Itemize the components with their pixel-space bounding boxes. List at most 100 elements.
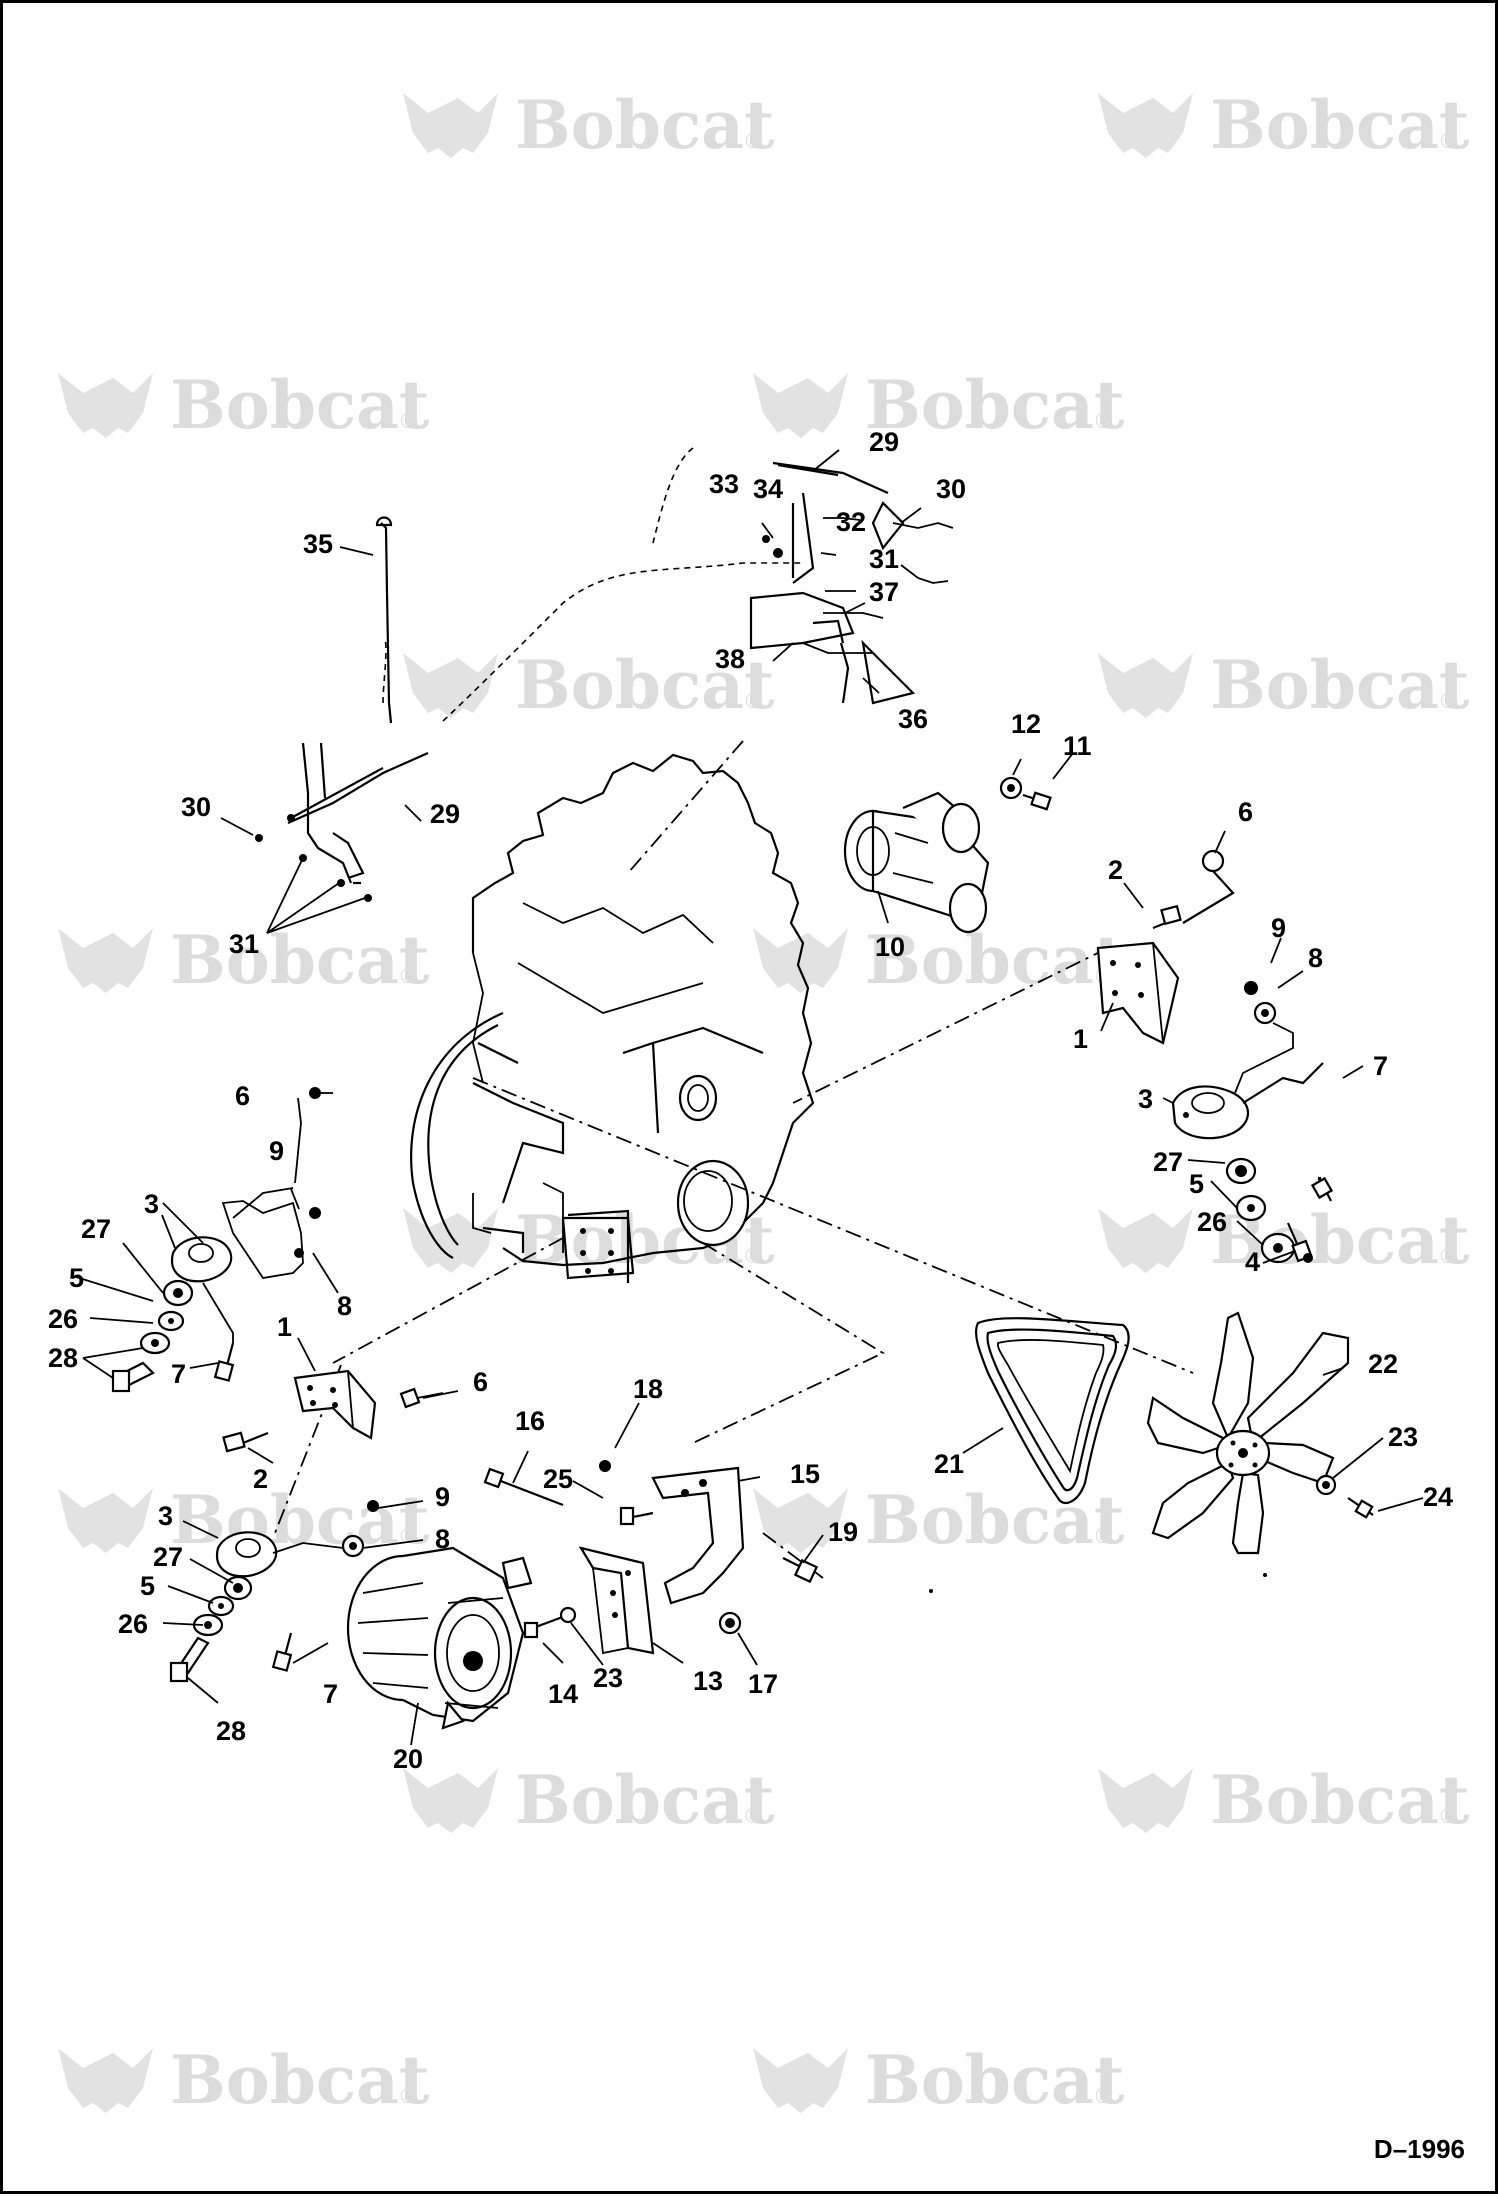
callout-3-left-lower: 3 bbox=[158, 1501, 173, 1531]
watermark-registered-mark: ® bbox=[743, 1804, 763, 1828]
callout-17: 17 bbox=[748, 1669, 778, 1699]
callout-3-right: 3 bbox=[1138, 1084, 1153, 1114]
watermark-text: Bobcat bbox=[170, 921, 430, 999]
watermark-registered-mark: ® bbox=[1438, 1804, 1458, 1828]
callout-22: 22 bbox=[1368, 1349, 1398, 1379]
callout-35: 35 bbox=[303, 529, 333, 559]
callout-13: 13 bbox=[693, 1666, 723, 1696]
callout-30-lower: 30 bbox=[181, 792, 211, 822]
engine-block bbox=[410, 753, 815, 1283]
left-upper-engine-mount bbox=[111, 1087, 321, 1393]
watermark-text: Bobcat bbox=[865, 921, 1125, 999]
callout-10: 10 bbox=[875, 932, 905, 962]
bobcat-watermark: Bobcat® bbox=[753, 2041, 1125, 2119]
bobcat-logo-icon bbox=[403, 1768, 498, 1833]
bobcat-watermark: Bobcat® bbox=[1098, 1201, 1470, 1279]
watermark-text: Bobcat bbox=[515, 86, 775, 164]
watermark-text: Bobcat bbox=[1210, 646, 1470, 724]
callout-36: 36 bbox=[898, 704, 928, 734]
callout-3-left-upper: 3 bbox=[144, 1189, 159, 1219]
callout-30-upper: 30 bbox=[936, 474, 966, 504]
callout-24: 24 bbox=[1423, 1482, 1453, 1512]
cooling-fan bbox=[1146, 1311, 1374, 1555]
watermark-registered-mark: ® bbox=[398, 409, 418, 433]
bobcat-logo-icon bbox=[58, 2048, 153, 2113]
callout-9-left-upper: 9 bbox=[269, 1136, 284, 1166]
bobcat-watermark: Bobcat® bbox=[1098, 1761, 1470, 1839]
callout-7-right: 7 bbox=[1373, 1051, 1388, 1081]
exploded-parts-diagram: Bobcat®Bobcat®Bobcat®Bobcat®Bobcat®Bobca… bbox=[48, 86, 1470, 2119]
bobcat-logo-icon bbox=[403, 93, 498, 158]
bobcat-logo-icon bbox=[58, 1488, 153, 1553]
callout-27-right: 27 bbox=[1153, 1147, 1183, 1177]
bobcat-logo-icon bbox=[58, 373, 153, 438]
callout-15: 15 bbox=[790, 1459, 820, 1489]
watermark-registered-mark: ® bbox=[743, 1244, 763, 1268]
callout-28-left-upper: 28 bbox=[48, 1343, 78, 1373]
callout-23-left: 23 bbox=[593, 1663, 623, 1693]
bobcat-watermark: Bobcat® bbox=[1098, 646, 1470, 724]
callout-25: 25 bbox=[543, 1464, 573, 1494]
bobcat-logo-icon bbox=[753, 2048, 848, 2113]
callout-34: 34 bbox=[753, 474, 783, 504]
watermark-text: Bobcat bbox=[170, 366, 430, 444]
callout-27-left-upper: 27 bbox=[81, 1214, 111, 1244]
callout-5-left-upper: 5 bbox=[69, 1263, 84, 1293]
callout-5-left-lower: 5 bbox=[140, 1571, 155, 1601]
callout-32: 32 bbox=[836, 507, 866, 537]
alternator bbox=[346, 1546, 533, 1730]
starter-motor bbox=[843, 776, 1052, 934]
callout-20: 20 bbox=[393, 1744, 423, 1774]
throttle-linkage-upper bbox=[749, 461, 954, 705]
callout-27-left-lower: 27 bbox=[153, 1542, 183, 1572]
bobcat-watermark: Bobcat® bbox=[753, 366, 1125, 444]
callout-21: 21 bbox=[934, 1449, 964, 1479]
bobcat-logo-icon bbox=[1098, 1768, 1193, 1833]
callout-6-right: 6 bbox=[1238, 797, 1253, 827]
callout-9-left-lower: 9 bbox=[435, 1482, 450, 1512]
callout-8-left-lower: 8 bbox=[435, 1524, 450, 1554]
fan-belt bbox=[974, 1317, 1130, 1505]
watermark-registered-mark: ® bbox=[1438, 689, 1458, 713]
watermark-registered-mark: ® bbox=[398, 964, 418, 988]
right-engine-mount bbox=[1096, 849, 1334, 1264]
throttle-linkage-lower bbox=[255, 742, 429, 902]
callout-26-left-upper: 26 bbox=[48, 1304, 78, 1334]
callout-12: 12 bbox=[1011, 709, 1041, 739]
callout-leaders bbox=[75, 449, 1424, 1746]
callout-26-right: 26 bbox=[1197, 1207, 1227, 1237]
callout-29-lower: 29 bbox=[430, 799, 460, 829]
watermark-text: Bobcat bbox=[1210, 1761, 1470, 1839]
bobcat-logo-icon bbox=[1098, 93, 1193, 158]
callout-19: 19 bbox=[828, 1517, 858, 1547]
callout-14: 14 bbox=[548, 1679, 578, 1709]
callout-28-left-lower: 28 bbox=[216, 1716, 246, 1746]
watermark-text: Bobcat bbox=[1210, 86, 1470, 164]
watermark-registered-mark: ® bbox=[1093, 1524, 1113, 1548]
bobcat-logo-icon bbox=[753, 373, 848, 438]
callout-6-left-upper: 6 bbox=[235, 1081, 250, 1111]
watermark-text: Bobcat bbox=[865, 366, 1125, 444]
callout-5-right: 5 bbox=[1189, 1169, 1204, 1199]
callout-8-left-upper: 8 bbox=[337, 1291, 352, 1321]
callout-2-right: 2 bbox=[1108, 855, 1123, 885]
watermark-registered-mark: ® bbox=[1438, 129, 1458, 153]
leader-lines bbox=[272, 447, 1194, 1579]
callout-11: 11 bbox=[1063, 731, 1092, 761]
bobcat-logo-icon bbox=[58, 928, 153, 993]
dipstick bbox=[375, 516, 393, 724]
callout-23-right: 23 bbox=[1388, 1422, 1418, 1452]
bobcat-watermark: Bobcat® bbox=[58, 2041, 430, 2119]
bobcat-logo-icon bbox=[403, 653, 498, 718]
callout-37: 37 bbox=[869, 577, 899, 607]
alternator-bracket bbox=[483, 1460, 819, 1655]
bobcat-logo-icon bbox=[1098, 1208, 1193, 1273]
callout-31-lower: 31 bbox=[229, 929, 259, 959]
bobcat-logo-icon bbox=[1098, 653, 1193, 718]
bobcat-watermark: Bobcat® bbox=[58, 366, 430, 444]
callout-29-upper: 29 bbox=[869, 427, 899, 457]
watermark-text: Bobcat bbox=[170, 1481, 430, 1559]
bobcat-watermark: Bobcat® bbox=[58, 1481, 430, 1559]
watermark-registered-mark: ® bbox=[1438, 1244, 1458, 1268]
